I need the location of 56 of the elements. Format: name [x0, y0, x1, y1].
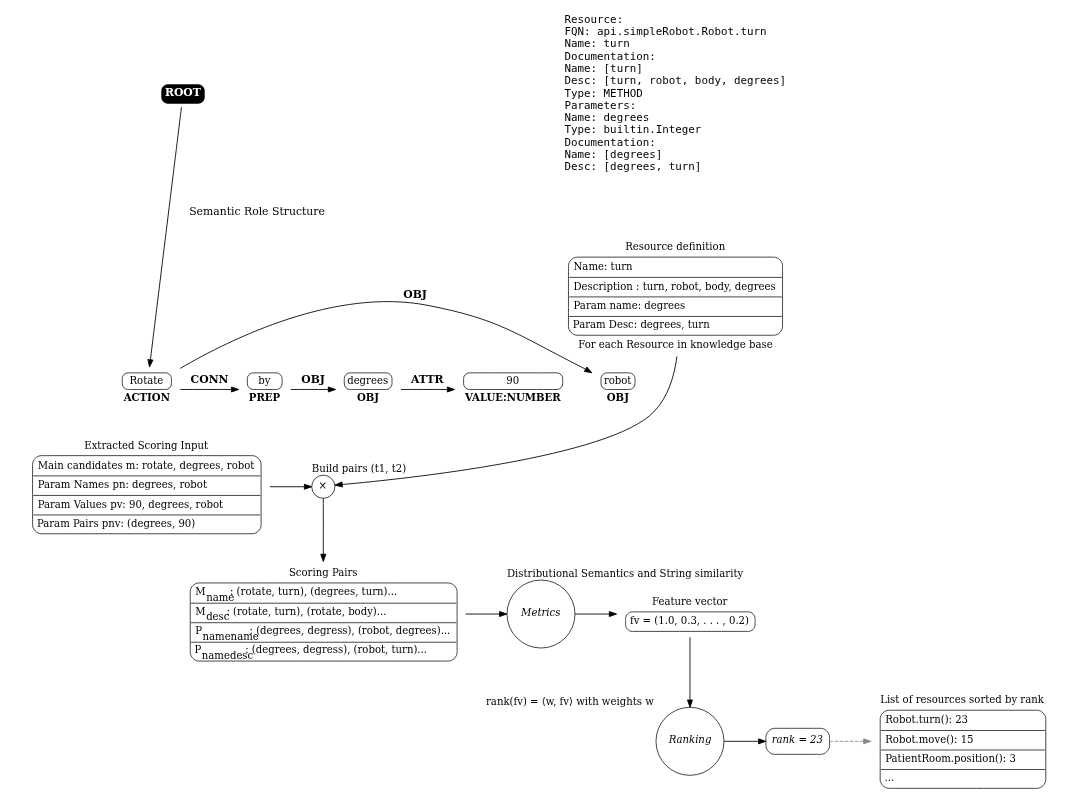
label: Documentation:	[564, 49, 656, 63]
arrow	[465, 611, 508, 617]
node-label: List of resources sorted by rank	[880, 694, 1044, 706]
node-label: Extracted Scoring Input	[84, 439, 209, 451]
arrow	[179, 386, 240, 393]
node-circle: Ranking	[655, 706, 725, 776]
arrow	[320, 498, 327, 562]
node-box: robot	[600, 372, 636, 390]
node-label: For each Resource in knowledge base	[578, 338, 773, 350]
arrow	[829, 738, 872, 745]
edge-label: CONN	[190, 372, 229, 386]
label: Parameters:	[564, 98, 637, 112]
node-label: Scoring Pairs	[288, 566, 358, 578]
label: Semantic Role Structure	[189, 204, 325, 218]
node-label: PREP	[248, 391, 281, 404]
label: Resource:	[564, 12, 624, 26]
arrow	[269, 483, 313, 490]
arrow	[334, 355, 678, 488]
edge-label: OBJ	[301, 372, 325, 386]
arrow	[147, 106, 182, 368]
label: Name: turn	[564, 37, 630, 51]
label: FQN: api.simpleRobot.Robot.turn	[564, 25, 767, 39]
node-box: fv = (1.0, 0.3, . . . , 0.2)	[625, 611, 756, 632]
node-label: ACTION	[123, 391, 170, 404]
node-label: Build pairs (t1, t2)	[311, 463, 407, 475]
label: Desc: [degrees, turn]	[564, 160, 702, 174]
label: Type: builtin.Integer	[564, 123, 702, 137]
node-box: Rotate	[121, 372, 172, 390]
edge-label: OBJ	[403, 288, 427, 301]
label: Documentation:	[564, 135, 656, 149]
label: Desc: [turn, robot, body, degrees]	[564, 74, 787, 88]
arrow	[574, 611, 617, 617]
node-box: ROOT	[161, 84, 205, 104]
node-box: by	[247, 372, 283, 390]
label: Name: [turn]	[564, 61, 643, 75]
node-box: rank = 23	[765, 727, 830, 755]
node-label: Resource definition	[625, 241, 726, 253]
node-label: Distributional Semantics and String similarity	[507, 568, 744, 580]
arrow	[723, 738, 767, 745]
node-label: VALUE:NUMBER	[465, 391, 561, 404]
node-circle: Metrics	[506, 579, 576, 649]
arrow	[179, 301, 593, 374]
edge-label: ATTR	[410, 372, 444, 386]
arrow	[687, 636, 693, 708]
arrow	[400, 386, 455, 393]
label: Type: METHOD	[564, 86, 643, 100]
node-label: OBJ	[356, 391, 380, 404]
node-box: 90	[463, 372, 564, 390]
node-circle: ×	[311, 474, 336, 499]
node-label: rank(fv) = ⟨w, fv⟩ with weights w	[486, 695, 654, 707]
node-box: degrees	[343, 372, 393, 390]
label: Name: [degrees]	[564, 148, 663, 162]
arrow	[290, 386, 336, 393]
label: Name: degrees	[564, 111, 650, 125]
node-label: OBJ	[606, 391, 629, 404]
node-label: Feature vector	[652, 595, 728, 607]
